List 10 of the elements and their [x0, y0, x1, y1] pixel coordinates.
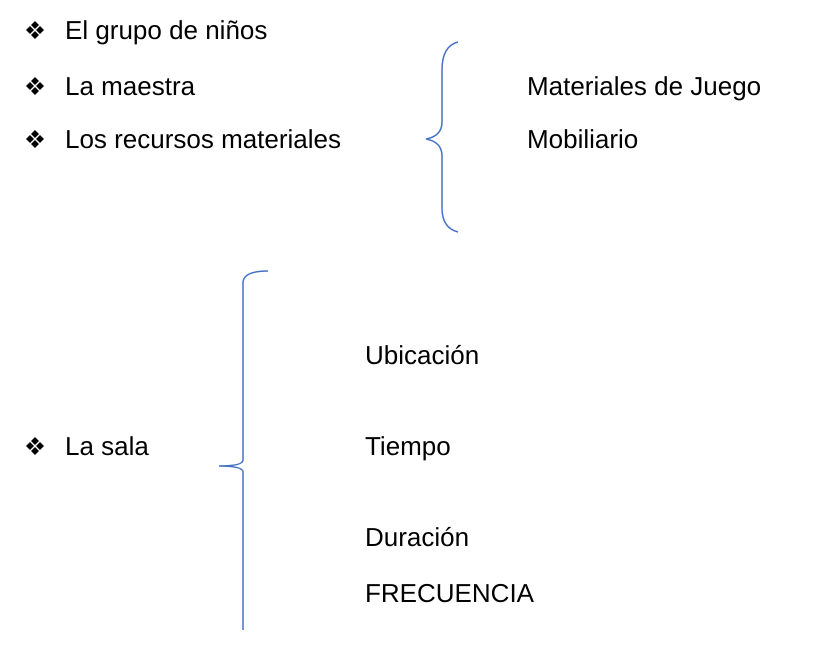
list-text: Los recursos materiales [65, 124, 341, 154]
list-text: La sala [65, 431, 149, 461]
list-text: FRECUENCIA [365, 578, 534, 608]
list-text: Tiempo [365, 431, 451, 461]
list-text: La maestra [65, 71, 196, 101]
list-text: El grupo de niños [65, 15, 268, 45]
list-text: Duración [365, 522, 470, 552]
list-text: Mobiliario [527, 124, 638, 154]
list-text: Ubicación [365, 340, 480, 370]
list-text: Materiales de Juego [527, 71, 762, 101]
